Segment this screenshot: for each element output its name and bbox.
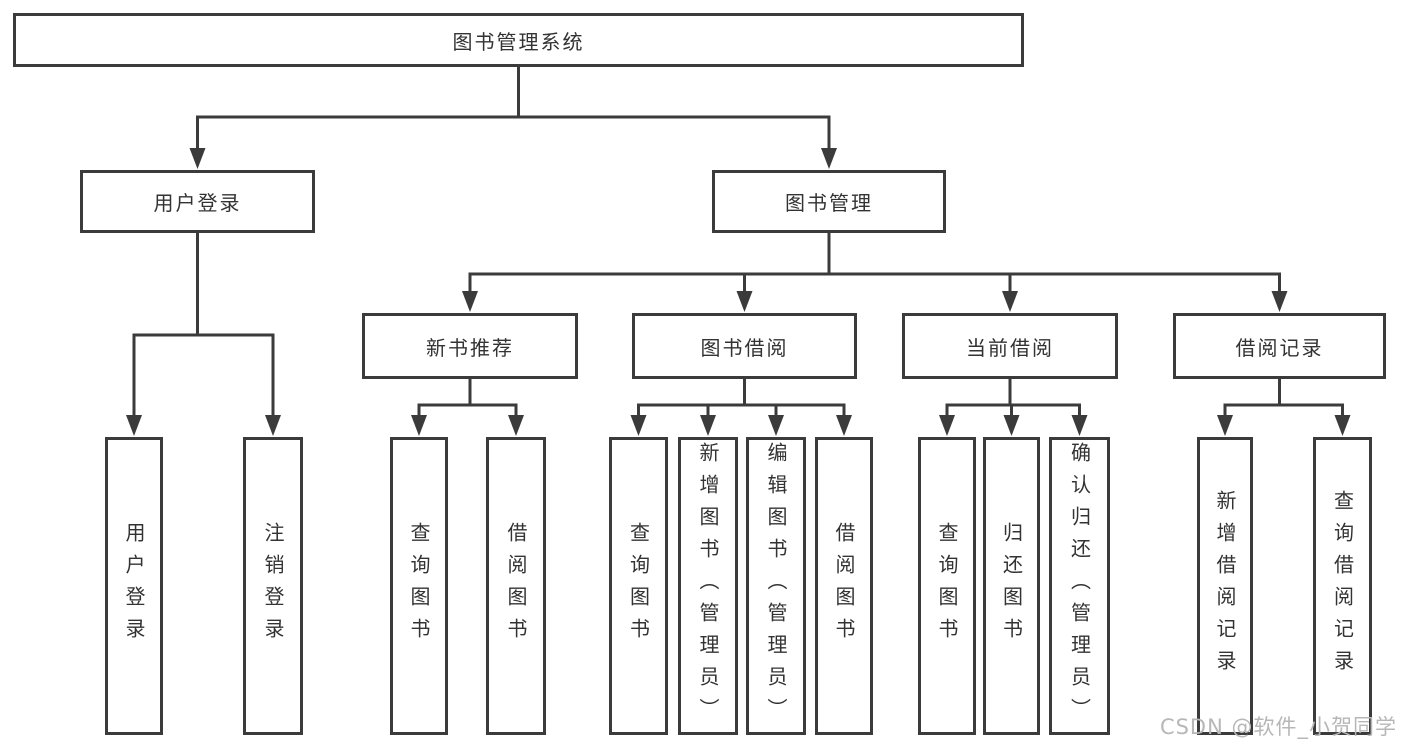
node-label: 当前借阅 [966, 335, 1054, 360]
node-label: 新书推荐 [426, 335, 514, 360]
node-root: 图书管理系统 [13, 13, 1024, 67]
node-label: 用户登录 [122, 522, 146, 650]
node-label: 查询图书 [407, 522, 431, 650]
node-book-borrow: 图书借阅 [632, 313, 857, 379]
node-bb-borrow: 借阅图书 [815, 437, 873, 735]
node-bb-add: 新增图书（管理员） [678, 437, 738, 735]
node-ul-logout: 注销登录 [243, 437, 303, 735]
node-bb-edit: 编辑图书（管理员） [746, 437, 806, 735]
node-label: 图书管理系统 [452, 29, 585, 54]
node-label: 查询借阅记录 [1330, 490, 1355, 682]
node-cb-confirm: 确认归还（管理员） [1049, 437, 1110, 735]
node-label: 归还图书 [999, 522, 1024, 650]
node-label: 图书借阅 [700, 335, 789, 360]
node-borrow-records: 借阅记录 [1173, 313, 1386, 379]
node-label: 新增图书（管理员） [696, 442, 720, 730]
node-br-add: 新增借阅记录 [1197, 437, 1253, 735]
node-book-mgmt: 图书管理 [712, 170, 946, 233]
node-nbr-query: 查询图书 [390, 437, 448, 735]
node-label: 新增借阅记录 [1213, 490, 1237, 682]
node-cb-query: 查询图书 [918, 437, 976, 735]
node-nbr-borrow: 借阅图书 [486, 437, 546, 735]
node-label: 图书管理 [785, 191, 873, 215]
node-bb-query: 查询图书 [609, 437, 668, 735]
node-label: 借阅记录 [1235, 335, 1324, 360]
node-label: 借阅图书 [832, 522, 856, 650]
node-br-query: 查询借阅记录 [1313, 437, 1372, 735]
node-label: 查询图书 [935, 522, 959, 650]
node-label: 注销登录 [261, 522, 285, 650]
node-label: 编辑图书（管理员） [764, 442, 788, 730]
node-label: 确认归还（管理员） [1067, 442, 1092, 730]
node-label: 用户登录 [153, 191, 242, 215]
node-user-login: 用户登录 [80, 170, 315, 233]
node-ul-login: 用户登录 [105, 437, 163, 735]
node-label: 借阅图书 [504, 522, 528, 650]
node-cb-return: 归还图书 [983, 437, 1040, 735]
node-label: 查询图书 [626, 522, 651, 650]
node-current-borrow: 当前借阅 [902, 313, 1118, 379]
node-new-book-rec: 新书推荐 [362, 313, 578, 379]
